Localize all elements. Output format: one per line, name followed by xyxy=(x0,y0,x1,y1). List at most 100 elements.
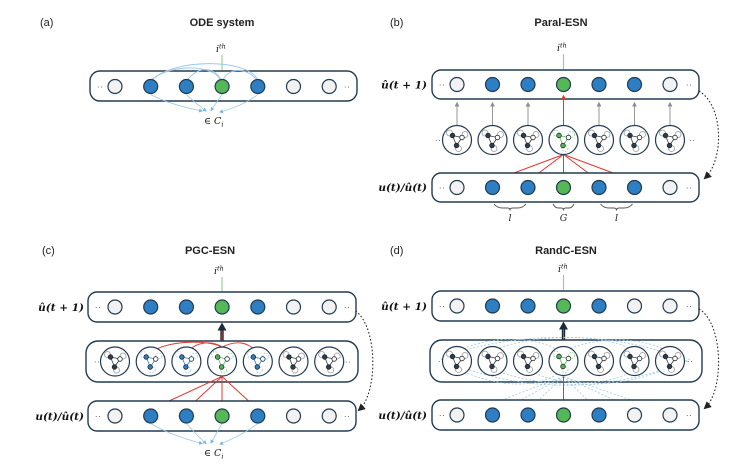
reservoir-motif-dark xyxy=(477,345,508,377)
reservoir-motif-green xyxy=(207,346,238,377)
panel-c-input-label: u(t)/û(t) xyxy=(35,411,84,423)
panel-b-input-row xyxy=(449,179,678,196)
panel-b-ith-label: ith xyxy=(557,42,567,55)
panel-c-cluster-label: ∈ Ci xyxy=(204,448,223,461)
reservoir-motif-dark xyxy=(512,124,544,156)
reservoir-motif-dark xyxy=(99,346,131,377)
panel-a: (a) ODE system ith ·· ·· ∈ Ci xyxy=(40,17,358,129)
panel-c-feedback-arrow xyxy=(355,310,374,412)
panel-b-brace-label-l-right: l xyxy=(615,213,618,224)
node-circle-white xyxy=(662,298,678,314)
panel-c-ellipsis: ·· xyxy=(95,412,101,421)
node-circle-blue xyxy=(143,78,159,95)
node-circle-blue xyxy=(484,76,501,93)
reservoir-motif-dark xyxy=(441,345,473,377)
panel-c-output-row xyxy=(107,299,337,315)
reservoir-motif-dark xyxy=(512,345,544,377)
panel-d-reservoir-row xyxy=(441,345,686,377)
panel-d-output-row xyxy=(449,298,678,314)
node-circle-green xyxy=(214,408,230,424)
panel-d-ellipsis: ·· xyxy=(686,302,692,311)
node-circle-blue xyxy=(591,76,607,93)
node-circle-blue xyxy=(520,407,536,423)
panel-c-readout-arrow xyxy=(217,322,227,342)
panel-d-ellipsis: ·· xyxy=(439,302,445,311)
node-circle-white xyxy=(662,407,678,423)
panel-b-ellipsis: ·· xyxy=(435,136,441,145)
panel-b-letter: (b) xyxy=(390,17,403,29)
panel-b-ellipsis: ·· xyxy=(686,184,692,193)
reservoir-motif-blue xyxy=(171,346,202,377)
node-circle-blue xyxy=(178,299,194,315)
node-circle-white xyxy=(285,78,302,95)
node-circle-blue xyxy=(250,408,266,424)
panel-c-letter: (c) xyxy=(42,245,55,257)
panel-c-reservoir-row xyxy=(99,346,345,377)
reservoir-motif-dark xyxy=(583,345,615,377)
panel-a-ellipsis-right: ·· xyxy=(344,83,350,92)
node-circle-green xyxy=(555,298,572,314)
node-circle-green xyxy=(555,179,572,196)
node-circle-white xyxy=(626,407,643,423)
panel-c-title: PGC-ESN xyxy=(185,245,235,257)
node-circle-white xyxy=(321,299,337,315)
panel-a-cluster-label: ∈ Ci xyxy=(204,116,223,129)
node-circle-white xyxy=(285,408,302,424)
panel-c-ellipsis: ·· xyxy=(344,303,350,312)
panel-c-output-label: û(t + 1) xyxy=(38,302,84,314)
panel-c-ellipsis: ·· xyxy=(345,358,351,367)
node-circle-white xyxy=(107,408,123,424)
panel-b-ellipsis: ·· xyxy=(686,81,692,90)
reservoir-motif-dark xyxy=(654,345,686,377)
reservoir-motif-dark xyxy=(654,124,686,156)
panel-c-cluster-fan xyxy=(150,423,259,445)
node-circle-blue xyxy=(626,76,643,93)
panel-a-node-row xyxy=(107,78,337,95)
panel-a-coupling-arcs xyxy=(150,63,259,82)
panel-b-title: Paral-ESN xyxy=(534,17,587,29)
panel-c-ellipsis: ·· xyxy=(344,412,350,421)
node-circle-white xyxy=(662,179,678,196)
reservoir-motif-dark xyxy=(314,346,345,377)
panel-d-ellipsis: ·· xyxy=(686,411,692,420)
panel-d-output-label: û(t + 1) xyxy=(381,301,427,313)
node-circle-white xyxy=(449,179,465,196)
panel-c-ith-label: ith xyxy=(214,265,224,278)
panel-b-input-label: u(t)/û(t) xyxy=(378,182,427,194)
panel-b-ellipsis: ·· xyxy=(689,136,695,145)
node-circle-green xyxy=(555,76,572,93)
node-circle-blue xyxy=(250,299,266,315)
panel-d-ellipsis: ·· xyxy=(687,357,693,366)
panel-b-braces xyxy=(493,203,633,211)
node-circle-blue xyxy=(250,78,266,95)
panel-a-ellipsis-left: ·· xyxy=(97,83,103,92)
panel-b-feedback-arrow xyxy=(698,90,720,180)
panel-a-ith-label: ith xyxy=(216,43,226,56)
node-circle-blue xyxy=(520,76,536,93)
node-circle-white xyxy=(107,299,123,315)
panel-c: (c) PGC-ESN ith û(t + 1) ·· ·· ·· ·· u xyxy=(35,245,374,461)
node-circle-white xyxy=(449,76,465,93)
panel-c-ellipsis: ·· xyxy=(95,303,101,312)
node-circle-white xyxy=(662,76,678,93)
node-circle-blue xyxy=(591,298,607,314)
reservoir-motif-dark xyxy=(441,124,473,156)
panel-d-ith-label: ith xyxy=(558,263,568,276)
reservoir-motif-green xyxy=(548,345,579,377)
panel-a-cluster-fan xyxy=(150,94,259,114)
panel-d-title: RandC-ESN xyxy=(535,245,597,257)
node-circle-blue xyxy=(178,408,194,424)
node-circle-blue xyxy=(626,179,643,196)
node-circle-white xyxy=(449,298,465,314)
panel-b-output-label: û(t + 1) xyxy=(381,80,427,92)
node-circle-green xyxy=(214,78,230,95)
panel-d-ellipsis: ·· xyxy=(439,411,445,420)
panel-a-letter: (a) xyxy=(40,17,53,29)
panel-d-input-label: u(t)/û(t) xyxy=(378,410,427,422)
panel-b-output-row xyxy=(449,76,678,93)
reservoir-motif-dark xyxy=(477,124,508,156)
node-circle-white xyxy=(107,78,123,95)
reservoir-motif-dark xyxy=(583,124,615,156)
panel-a-title: ODE system xyxy=(190,17,255,29)
